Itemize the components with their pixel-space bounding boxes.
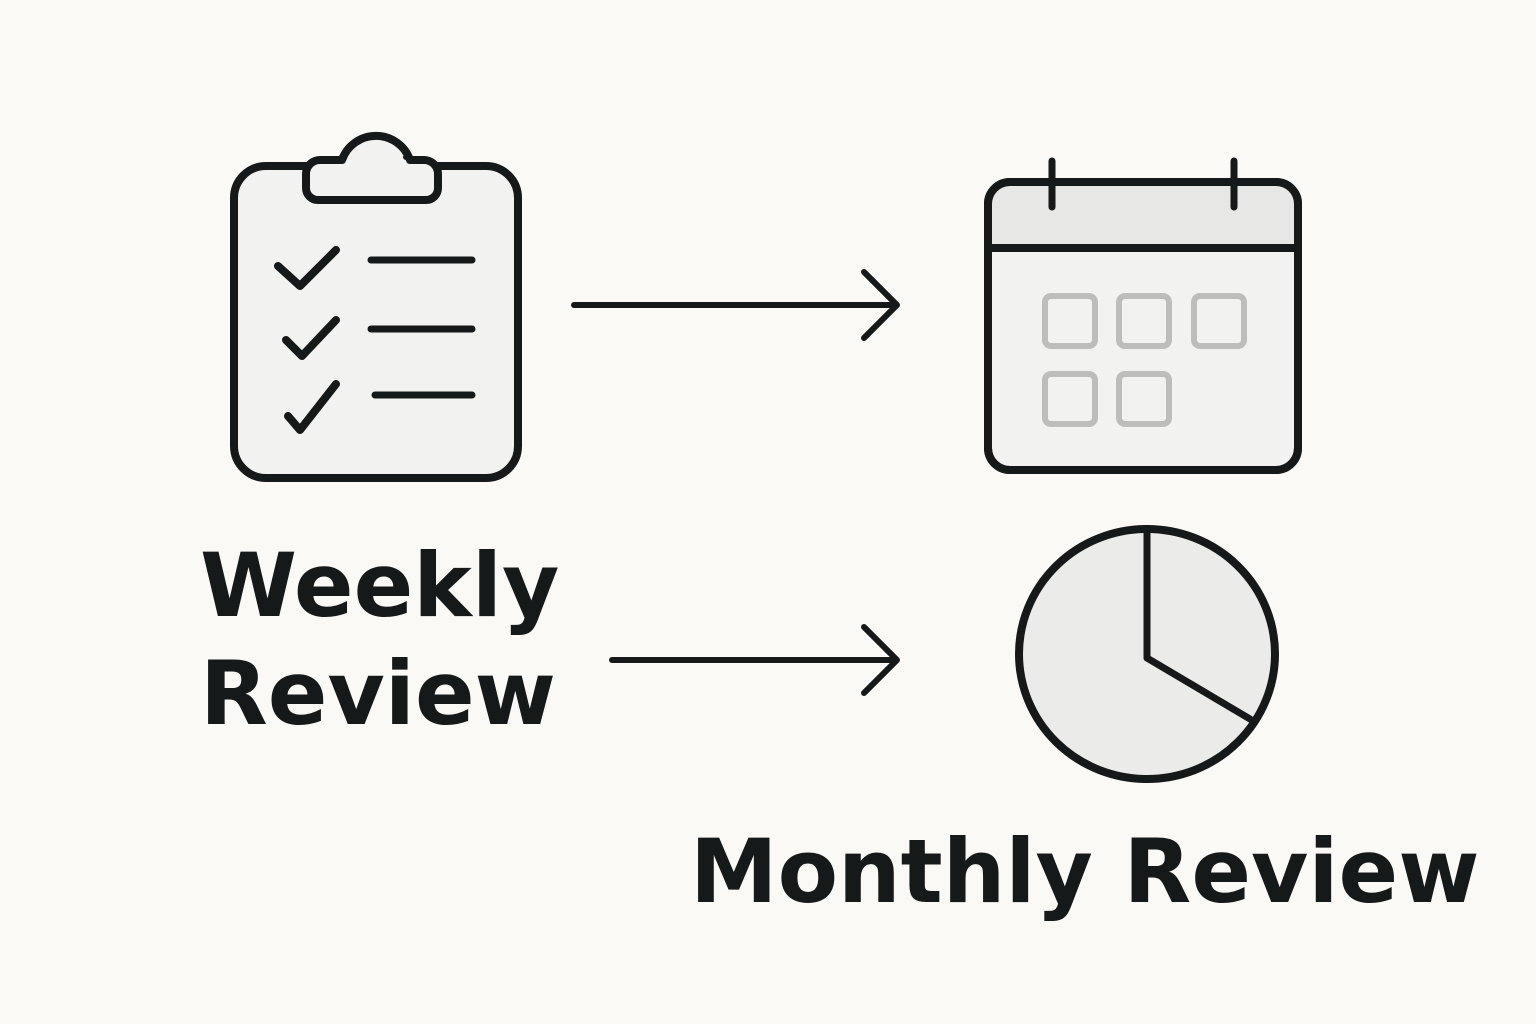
pie-chart-icon: [1015, 525, 1279, 783]
clipboard-checklist-icon: [230, 131, 522, 482]
arrow-right-icon: [609, 624, 900, 696]
weekly-review-label-line2: Review: [200, 642, 556, 745]
calendar-day-cells: [1042, 293, 1247, 427]
arrow-right-icon: [571, 269, 900, 341]
calendar-icon: [984, 157, 1302, 474]
weekly-review-label: Weekly Review: [200, 532, 559, 748]
weekly-review-label-line1: Weekly: [200, 534, 560, 637]
monthly-review-label: Monthly Review: [690, 820, 1480, 923]
